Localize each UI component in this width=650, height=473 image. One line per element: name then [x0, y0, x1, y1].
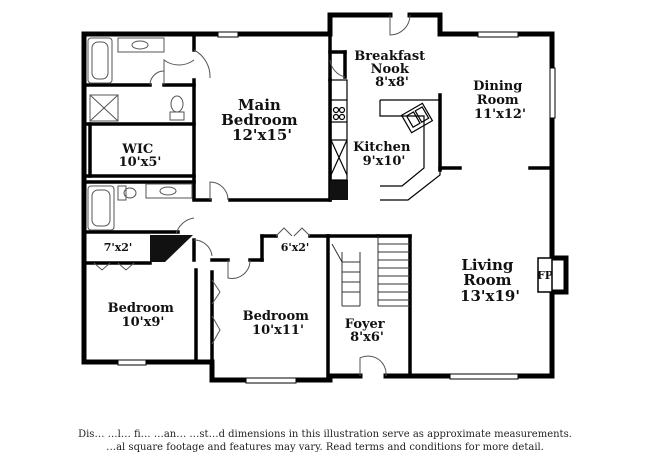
- living-room-label: Living Room 13'x19': [460, 256, 520, 305]
- stairs: [331, 236, 410, 307]
- disclaimer-line-1: Dis… …l… fi… …an… …st…d dimensions in th…: [78, 429, 572, 440]
- fireplace-label: FP: [537, 269, 553, 282]
- disclaimer-line-2: …al square footage and features may vary…: [106, 442, 544, 453]
- main-bedroom-label: Main Bedroom 12'x15': [221, 96, 303, 144]
- dark-fills: [150, 180, 553, 293]
- bedroom-2-label: Bedroom 10'x11': [243, 309, 314, 338]
- wic-label: WIC 10'x5': [119, 142, 162, 170]
- bedroom-1-label: Bedroom 10'x9': [108, 301, 179, 330]
- kitchen-label: Kitchen 9'x10': [353, 140, 415, 169]
- bath-fixtures: [87, 37, 193, 231]
- doors: [93, 14, 411, 377]
- room-labels: Breakfast Nook 8'x8' Dining Room 11'x12'…: [104, 49, 553, 345]
- exterior-walls: [81, 12, 569, 383]
- stair-treads: [331, 243, 410, 301]
- foyer-label: Foyer 8'x6': [345, 317, 389, 345]
- breakfast-nook-label: Breakfast Nook 8'x8': [354, 49, 429, 90]
- dining-room-label: Dining Room 11'x12': [473, 79, 527, 122]
- kitchen-counters: [330, 79, 441, 201]
- closet-1-label: 7'x2': [104, 241, 133, 254]
- interior-walls: [82, 32, 554, 378]
- windows: [117, 31, 556, 384]
- closet-2-label: 6'x2': [281, 241, 310, 254]
- disclaimer: Dis… …l… fi… …an… …st…d dimensions in th…: [0, 428, 650, 454]
